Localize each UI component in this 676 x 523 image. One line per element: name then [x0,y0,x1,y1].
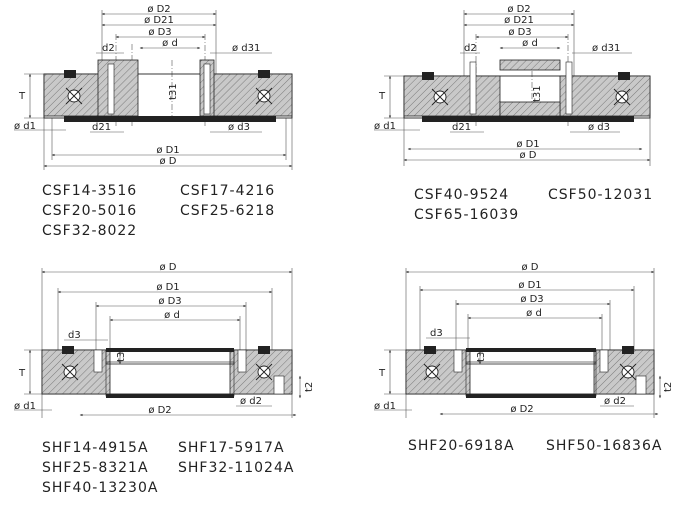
dim-label: ø d31 [232,43,260,54]
dim-label: d3 [68,330,81,341]
dim-label: ø d1 [14,401,36,412]
shf-large-drawing: ø D ø D1 ø D3 ø d d3 t3 T t2 ø d1 ø D2 ø… [374,262,674,418]
model-label: SHF17-5917A [178,440,285,456]
model-label: SHF14-4915A [42,440,149,456]
dim-label: d21 [92,122,111,133]
dim-label: t3 [476,352,487,362]
dim-label: ø D2 [148,405,171,416]
dim-label: T [18,368,26,379]
dim-label: ø D1 [518,280,541,291]
dim-label: ø d [162,38,178,49]
dim-label: ø D [520,150,537,161]
dim-label: ø D [160,262,177,273]
dim-label: d2 [464,43,477,54]
dim-label: ø D21 [144,15,174,26]
dim-label: ø d1 [374,401,396,412]
dim-label: ø d1 [374,121,396,132]
model-label: SHF20-6918A [408,438,515,454]
dim-label: ø D3 [158,296,181,307]
dim-label: t2 [663,382,674,392]
dim-label: ø d [526,308,542,319]
model-label: CSF65-16039 [414,207,520,223]
dim-label: ø D1 [156,145,179,156]
dim-label: ø D21 [504,15,534,26]
dim-label: t2 [304,382,315,392]
dim-label: ø D3 [520,294,543,305]
dim-label: d2 [102,43,115,54]
model-label: CSF17-4216 [180,183,276,199]
dim-label: t3 [116,352,127,362]
model-label: SHF25-8321A [42,460,149,476]
model-label: CSF25-6218 [180,203,276,219]
dim-label: ø D3 [508,27,531,38]
dim-label: t31 [168,83,179,100]
dim-label: ø d31 [592,43,620,54]
model-label: CSF40-9524 [414,187,510,203]
dim-label: ø d1 [14,121,36,132]
csf-large-drawing: ø D2 ø D21 ø D3 ø d d2 ø d31 T t31 ø d1 … [374,4,651,166]
model-label: SHF40-13230A [42,480,159,496]
dim-label: T [18,91,26,102]
dim-label: ø D1 [516,139,539,150]
dim-label: ø d2 [604,396,626,407]
dim-label: d21 [452,122,471,133]
dim-label: T [378,91,386,102]
dim-label: ø D2 [510,404,533,415]
dim-label: ø d [164,310,180,321]
csf-small-drawing: ø D2 ø D21 ø D3 ø d d2 ø d31 T t31 ø d1 … [14,4,293,170]
model-label: CSF20-5016 [42,203,138,219]
dim-label: ø d3 [588,122,610,133]
dim-label: ø D [160,156,177,167]
csf-small-panel: ø D2 ø D21 ø D3 ø d d2 ø d31 T t31 ø d1 … [0,0,320,250]
dim-label: ø d3 [228,122,250,133]
dim-label: ø D2 [507,4,530,15]
dim-label: T [378,368,386,379]
shf-small-drawing: ø D ø D1 ø D3 ø d d3 t3 T t2 ø d1 ø D2 ø… [14,262,315,418]
model-label: CSF32-8022 [42,223,138,239]
dim-label: ø d2 [240,396,262,407]
dim-label: ø d [522,38,538,49]
dim-label: ø D2 [147,4,170,15]
model-label: SHF32-11024A [178,460,295,476]
dim-label: t31 [532,85,543,102]
shf-large-panel: ø D ø D1 ø D3 ø d d3 t3 T t2 ø d1 ø D2 ø… [360,258,676,523]
model-label: CSF14-3516 [42,183,138,199]
dim-label: ø D1 [156,282,179,293]
model-label: CSF50-12031 [548,187,654,203]
dim-label: ø D3 [148,27,171,38]
model-label: SHF50-16836A [546,438,663,454]
shf-small-panel: ø D ø D1 ø D3 ø d d3 t3 T t2 ø d1 ø D2 ø… [0,258,320,523]
dim-label: ø D [522,262,539,273]
csf-large-panel: ø D2 ø D21 ø D3 ø d d2 ø d31 T t31 ø d1 … [360,0,676,250]
dim-label: d3 [430,328,443,339]
